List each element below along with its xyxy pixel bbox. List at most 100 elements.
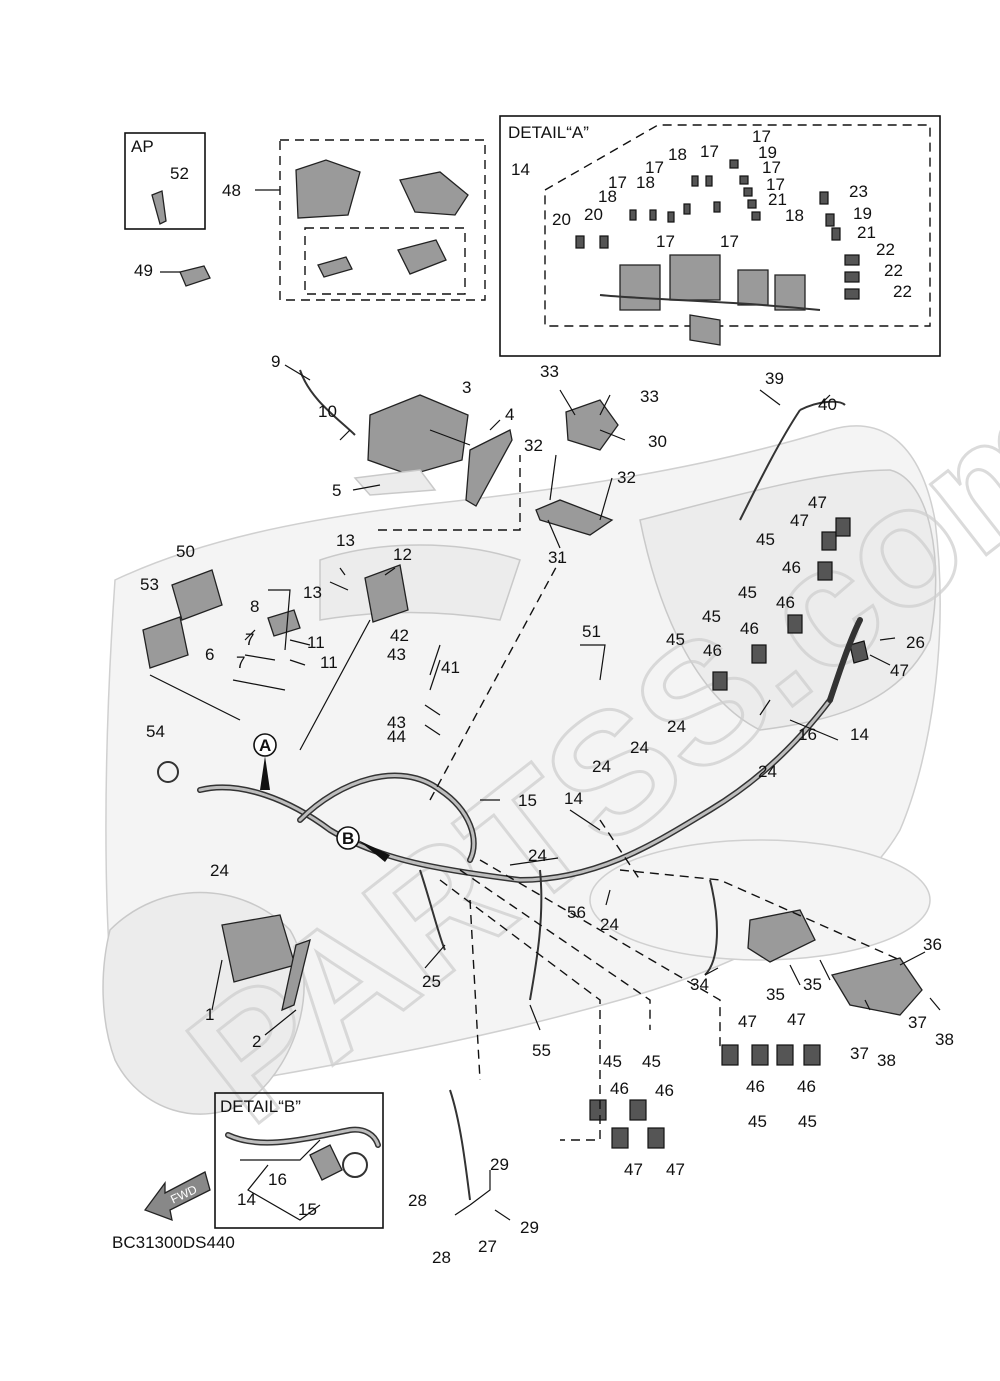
callout-33b: 33 [640,387,659,406]
callout-19a: 19 [758,143,777,162]
cover-36 [830,957,923,1016]
callout-40: 40 [818,395,837,414]
callout-24e: 24 [758,762,777,781]
callout-56: 56 [567,903,586,922]
marker-b: B [336,826,390,862]
fuse-row [575,159,860,300]
callout-51: 51 [582,622,601,641]
callout-25: 25 [422,972,441,991]
scooter-body-outline [102,425,941,1115]
callout-52: 52 [170,164,189,183]
callout-3: 3 [462,378,471,397]
callout-2: 2 [252,1032,261,1051]
callout-17a: 17 [752,127,771,146]
callout-53: 53 [140,575,159,594]
callout-46b: 46 [776,593,795,612]
detail-a-label: DETAIL“A” [508,123,589,142]
callout-46h: 46 [797,1077,816,1096]
callout-15a: 15 [518,791,537,810]
detail-b-box: DETAIL“B” [214,1092,384,1229]
callout-45d: 45 [666,630,685,649]
callout-50: 50 [176,542,195,561]
callout-11b: 11 [320,653,338,672]
callout-46a: 46 [782,558,801,577]
wire-harness [197,369,863,1201]
callout-18b: 18 [636,173,655,192]
callout-7b: 7 [236,653,245,672]
callout-19b: 19 [853,204,872,223]
callout-35a: 35 [766,985,785,1004]
callout-21a: 21 [768,190,787,209]
callout-35b: 35 [803,975,822,994]
unit-53 [142,616,189,669]
callout-14c: 14 [850,725,869,744]
callout-55: 55 [532,1041,551,1060]
callout-24g: 24 [600,915,619,934]
callout-29a: 29 [490,1155,509,1174]
callout-31: 31 [548,548,567,567]
callout-18c: 18 [598,187,617,206]
callout-42: 42 [390,626,409,645]
marker-a: A [253,733,277,790]
callout-16a: 16 [798,725,817,744]
ap-label: AP [131,137,154,156]
diagram-code: BC31300DS440 [112,1233,235,1252]
bracket-31 [535,499,614,536]
callout-46c: 46 [740,619,759,638]
callout-21b: 21 [857,223,876,242]
callout-45a: 45 [756,530,775,549]
callout-47d: 47 [738,1012,757,1031]
band-2 [281,938,311,1012]
callout-41: 41 [441,658,460,677]
callout-32b: 32 [617,468,636,487]
callout-labels: 1 2 3 4 5 6 7 7 8 9 10 11 11 12 13 13 14… [134,127,954,1267]
dashed-leaders [378,455,901,1141]
callout-45g: 45 [748,1112,767,1131]
callout-46e: 46 [610,1079,629,1098]
callout-18d: 18 [785,206,804,225]
callout-8: 8 [250,597,259,616]
unit-50 [171,569,223,621]
callout-7a: 7 [245,630,254,649]
callout-13b: 13 [303,583,322,602]
callout-38b: 38 [877,1051,896,1070]
callout-38a: 38 [935,1030,954,1049]
callout-44: 44 [387,727,406,746]
callout-15b: 15 [298,1200,317,1219]
svg-text:A: A [259,736,271,755]
callout-46g: 46 [746,1077,765,1096]
detail-a-box: DETAIL“A” [499,115,941,357]
callout-46d: 46 [703,641,722,660]
part-47-rear [849,640,869,664]
callout-43a: 43 [387,645,406,664]
callout-20b: 20 [584,205,603,224]
callout-17c: 17 [645,158,664,177]
callout-48: 48 [222,181,241,200]
callout-28a: 28 [408,1191,427,1210]
connectors [157,517,851,1149]
callout-9: 9 [271,352,280,371]
callout-14d: 14 [237,1190,256,1209]
detail-b-label: DETAIL“B” [220,1097,301,1116]
callout-17h: 17 [720,232,739,251]
callout-4: 4 [505,405,514,424]
ap-box: AP [124,132,206,230]
callout-32a: 32 [524,436,543,455]
callout-27: 27 [478,1237,497,1256]
callout-24a: 24 [210,861,229,880]
part-49-shape [179,265,211,287]
callout-24d: 24 [667,717,686,736]
callout-54: 54 [146,722,165,741]
callout-34: 34 [690,975,709,994]
callout-47b: 47 [790,511,809,530]
relay-12 [364,564,409,623]
callout-18a: 18 [668,145,687,164]
callout-24c: 24 [630,738,649,757]
callout-24f: 24 [528,846,547,865]
callout-45h: 45 [798,1112,817,1131]
callout-47g: 47 [666,1160,685,1179]
callout-17b: 17 [700,142,719,161]
callout-14a: 14 [511,160,530,179]
callout-26: 26 [906,633,925,652]
